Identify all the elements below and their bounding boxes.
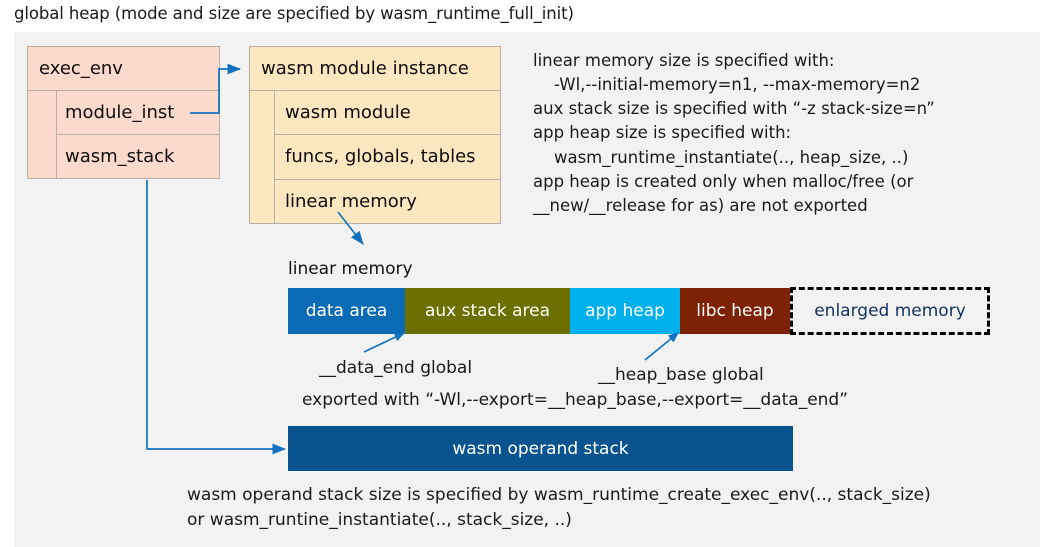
- exec-env-field-wasm-stack-label: wasm_stack: [65, 146, 175, 167]
- exec-env-field-wasm-stack: wasm_stack: [57, 134, 220, 179]
- wasm-operand-stack-label: wasm operand stack: [452, 438, 629, 459]
- module-instance-field-funcs-label: funcs, globals, tables: [285, 146, 476, 167]
- module-instance-field-linear-memory-label: linear memory: [285, 191, 417, 212]
- notes-line-6: __new/__release for as) are not exported: [533, 196, 868, 215]
- memory-segment-aux-stack-area: aux stack area: [405, 288, 570, 334]
- notes-line-3: app heap size is specified with:: [533, 123, 792, 142]
- exec-env-header-label: exec_env: [39, 57, 123, 79]
- annotation-heap-base: __heap_base global: [598, 365, 764, 385]
- operand-stack-caption-line-0: wasm operand stack size is specified by …: [187, 485, 931, 505]
- exec-env-header: exec_env: [27, 46, 220, 90]
- exec-env-divider-2: [56, 134, 220, 135]
- exec-env-box: [27, 46, 220, 179]
- module-instance-field-funcs: funcs, globals, tables: [275, 134, 501, 179]
- module-instance-divider-1: [249, 90, 501, 91]
- module-instance-box: [249, 46, 501, 224]
- memory-segment-aux-stack-area-label: aux stack area: [424, 301, 551, 321]
- wasm-operand-stack-bar: wasm operand stack: [288, 426, 793, 471]
- module-instance-indent-rule: [274, 90, 275, 224]
- memory-segment-libc-heap: libc heap: [680, 288, 790, 334]
- notes-line-1: -Wl,--initial-memory=n1, --max-memory=n2: [533, 75, 921, 94]
- memory-segment-app-heap: app heap: [570, 288, 680, 334]
- notes-line-2: aux stack size is specified with “-z sta…: [533, 99, 935, 118]
- memory-segment-app-heap-label: app heap: [585, 301, 665, 321]
- memory-segment-data-area-label: data area: [305, 301, 388, 321]
- memory-segment-data-area: data area: [288, 288, 405, 334]
- notes-line-5: app heap is created only when malloc/fre…: [533, 172, 914, 191]
- linear-memory-caption: linear memory: [288, 259, 413, 279]
- memory-segment-libc-heap-label: libc heap: [696, 301, 774, 321]
- module-instance-divider-3: [274, 179, 501, 180]
- memory-segment-enlarged-memory-label: enlarged memory: [814, 301, 966, 321]
- exec-env-field-module-inst: module_inst: [57, 90, 220, 134]
- notes-line-0: linear memory size is specified with:: [533, 51, 835, 70]
- exec-env-field-module-inst-label: module_inst: [65, 101, 175, 123]
- module-instance-header-label: wasm module instance: [261, 57, 469, 79]
- exec-env-divider-1: [27, 90, 220, 91]
- module-instance-field-wasm-module: wasm module: [275, 90, 501, 134]
- page-title: global heap (mode and size are specified…: [14, 4, 574, 23]
- operand-stack-caption-line-1: or wasm_runtine_instantiate(.., stack_si…: [187, 510, 572, 530]
- module-instance-field-wasm-module-label: wasm module: [285, 101, 411, 123]
- module-instance-header: wasm module instance: [249, 46, 501, 90]
- notes-line-4: wasm_runtime_instantiate(.., heap_size, …: [533, 148, 909, 167]
- annotation-data-end: __data_end global: [319, 358, 473, 378]
- module-instance-field-linear-memory: linear memory: [275, 179, 501, 224]
- annotation-exported-with: exported with “-Wl,--export=__heap_base,…: [302, 390, 849, 410]
- memory-segment-enlarged-memory: enlarged memory: [790, 287, 990, 335]
- module-instance-divider-2: [274, 134, 501, 135]
